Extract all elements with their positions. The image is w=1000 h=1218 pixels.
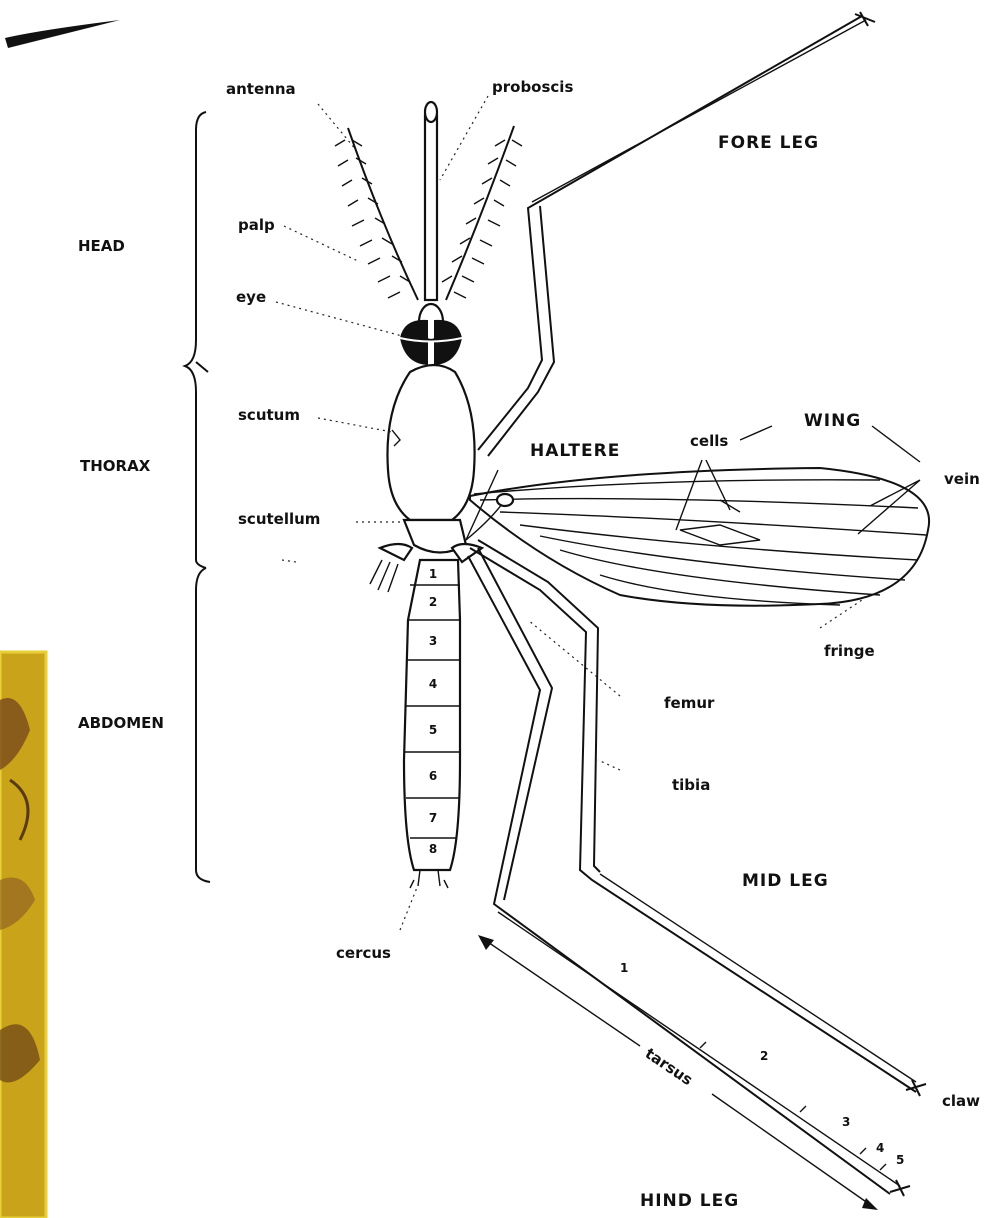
section-abdomen-label: ABDOMEN bbox=[78, 714, 164, 732]
label-claw: claw bbox=[942, 1092, 980, 1110]
label-palp: palp bbox=[238, 216, 275, 234]
section-head-label: HEAD bbox=[78, 237, 125, 255]
abdomen-brace bbox=[196, 568, 210, 882]
abdomen-segment-1: 1 bbox=[429, 567, 437, 581]
section-thorax-label: THORAX bbox=[80, 457, 151, 475]
abdomen-segment-7: 7 bbox=[429, 811, 437, 825]
label-fore-leg: FORE LEG bbox=[718, 133, 819, 153]
label-eye: eye bbox=[236, 288, 266, 306]
label-tarsus: tarsus bbox=[642, 1044, 696, 1089]
label-scutellum: scutellum bbox=[238, 510, 320, 528]
label-proboscis: proboscis bbox=[492, 78, 573, 96]
label-cells: cells bbox=[690, 432, 728, 450]
label-wing: WING bbox=[804, 411, 861, 431]
abdomen-segment-6: 6 bbox=[429, 769, 437, 783]
label-cercus: cercus bbox=[336, 944, 391, 962]
proboscis bbox=[425, 102, 437, 300]
label-hind-leg: HIND LEG bbox=[640, 1191, 739, 1211]
wing bbox=[470, 468, 929, 606]
tarsal-segment-2: 2 bbox=[760, 1049, 768, 1063]
tarsal-segment-1: 1 bbox=[620, 961, 628, 975]
label-femur: femur bbox=[664, 694, 715, 712]
photo-fragment bbox=[0, 652, 46, 1218]
mid-leg bbox=[470, 540, 926, 1096]
abdomen-segment-8: 8 bbox=[429, 842, 437, 856]
abdomen-segment-5: 5 bbox=[429, 723, 437, 737]
head bbox=[400, 304, 462, 365]
abdomen: 1 2 3 4 5 6 7 8 bbox=[404, 560, 461, 888]
label-antenna: antenna bbox=[226, 80, 296, 98]
tarsal-segment-3: 3 bbox=[842, 1115, 850, 1129]
tarsal-segment-5: 5 bbox=[896, 1153, 904, 1167]
corner-brush-stroke bbox=[5, 20, 120, 48]
label-vein: vein bbox=[944, 470, 980, 488]
thorax bbox=[380, 365, 482, 562]
label-tibia: tibia bbox=[672, 776, 710, 794]
abdomen-segment-4: 4 bbox=[429, 677, 437, 691]
abdomen-segment-2: 2 bbox=[429, 595, 437, 609]
head-brace bbox=[185, 112, 206, 568]
tarsal-segment-4: 4 bbox=[876, 1141, 884, 1155]
label-mid-leg: MID LEG bbox=[742, 871, 829, 891]
label-scutum: scutum bbox=[238, 406, 300, 424]
leader-lines bbox=[276, 96, 920, 930]
label-haltere: HALTERE bbox=[530, 441, 620, 461]
label-fringe: fringe bbox=[824, 642, 875, 660]
abdomen-segment-3: 3 bbox=[429, 634, 437, 648]
